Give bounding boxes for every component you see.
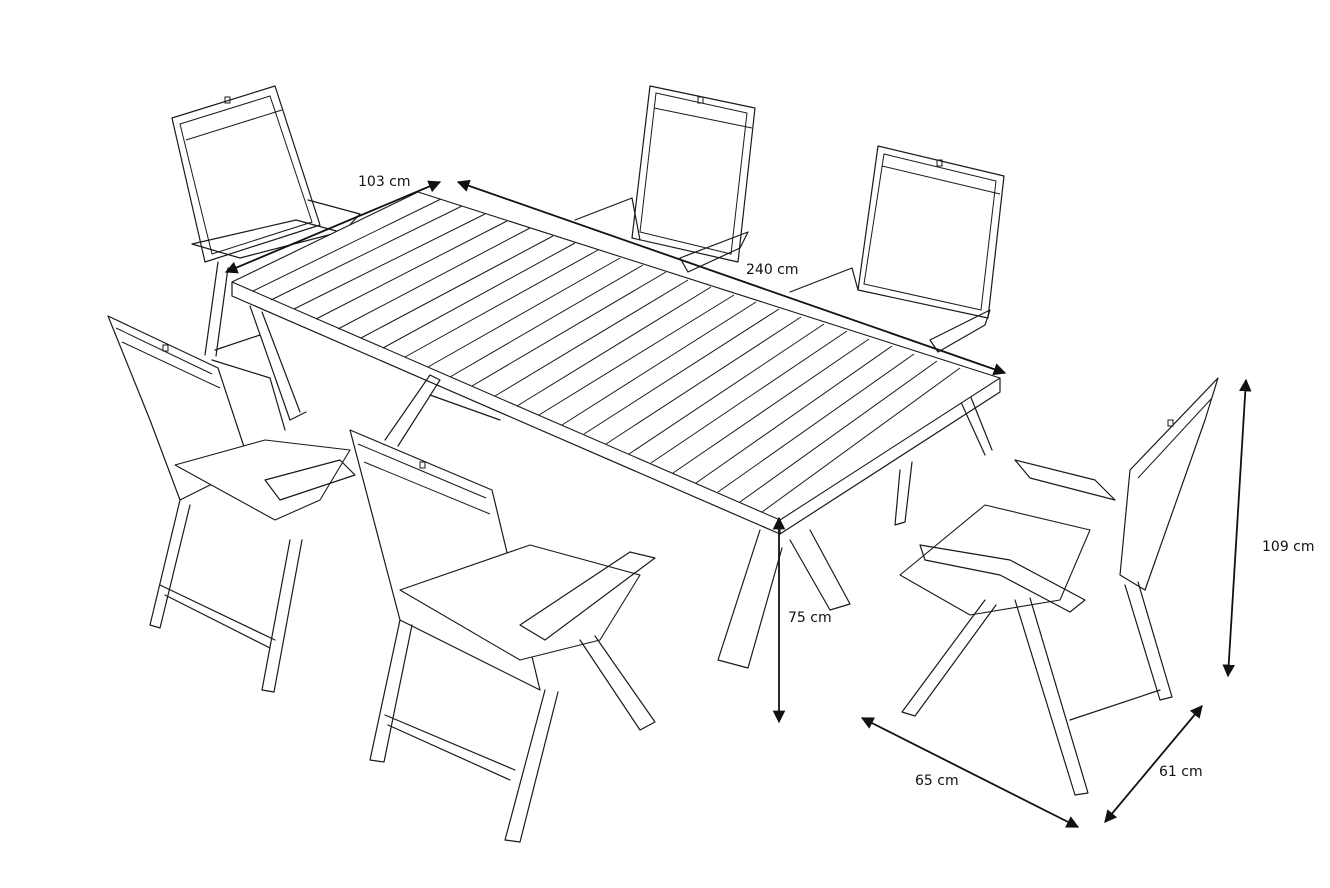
label-table-width: 103 cm (358, 174, 411, 190)
label-chair-width: 65 cm (915, 773, 959, 789)
label-table-length: 240 cm (746, 262, 799, 278)
chair-front-right (899, 377, 1219, 796)
chair-back-middle (574, 85, 756, 273)
dim-arrow-chair-height (1222, 378, 1252, 678)
label-chair-height: 109 cm (1262, 539, 1315, 555)
chair-front-left (107, 315, 356, 693)
label-table-height: 75 cm (788, 610, 832, 626)
dim-arrow-table-width (224, 180, 442, 274)
dim-arrow-table-length (456, 179, 1007, 376)
dim-arrow-chair-width (860, 717, 1080, 828)
dimension-lines (224, 179, 1252, 828)
chair-front-middle (349, 429, 656, 843)
label-chair-depth: 61 cm (1159, 764, 1203, 780)
dim-arrow-chair-depth (1104, 705, 1203, 823)
dimension-labels: 103 cm 240 cm 75 cm 109 cm 65 cm 61 cm (358, 174, 1315, 789)
table-top (231, 191, 1001, 521)
